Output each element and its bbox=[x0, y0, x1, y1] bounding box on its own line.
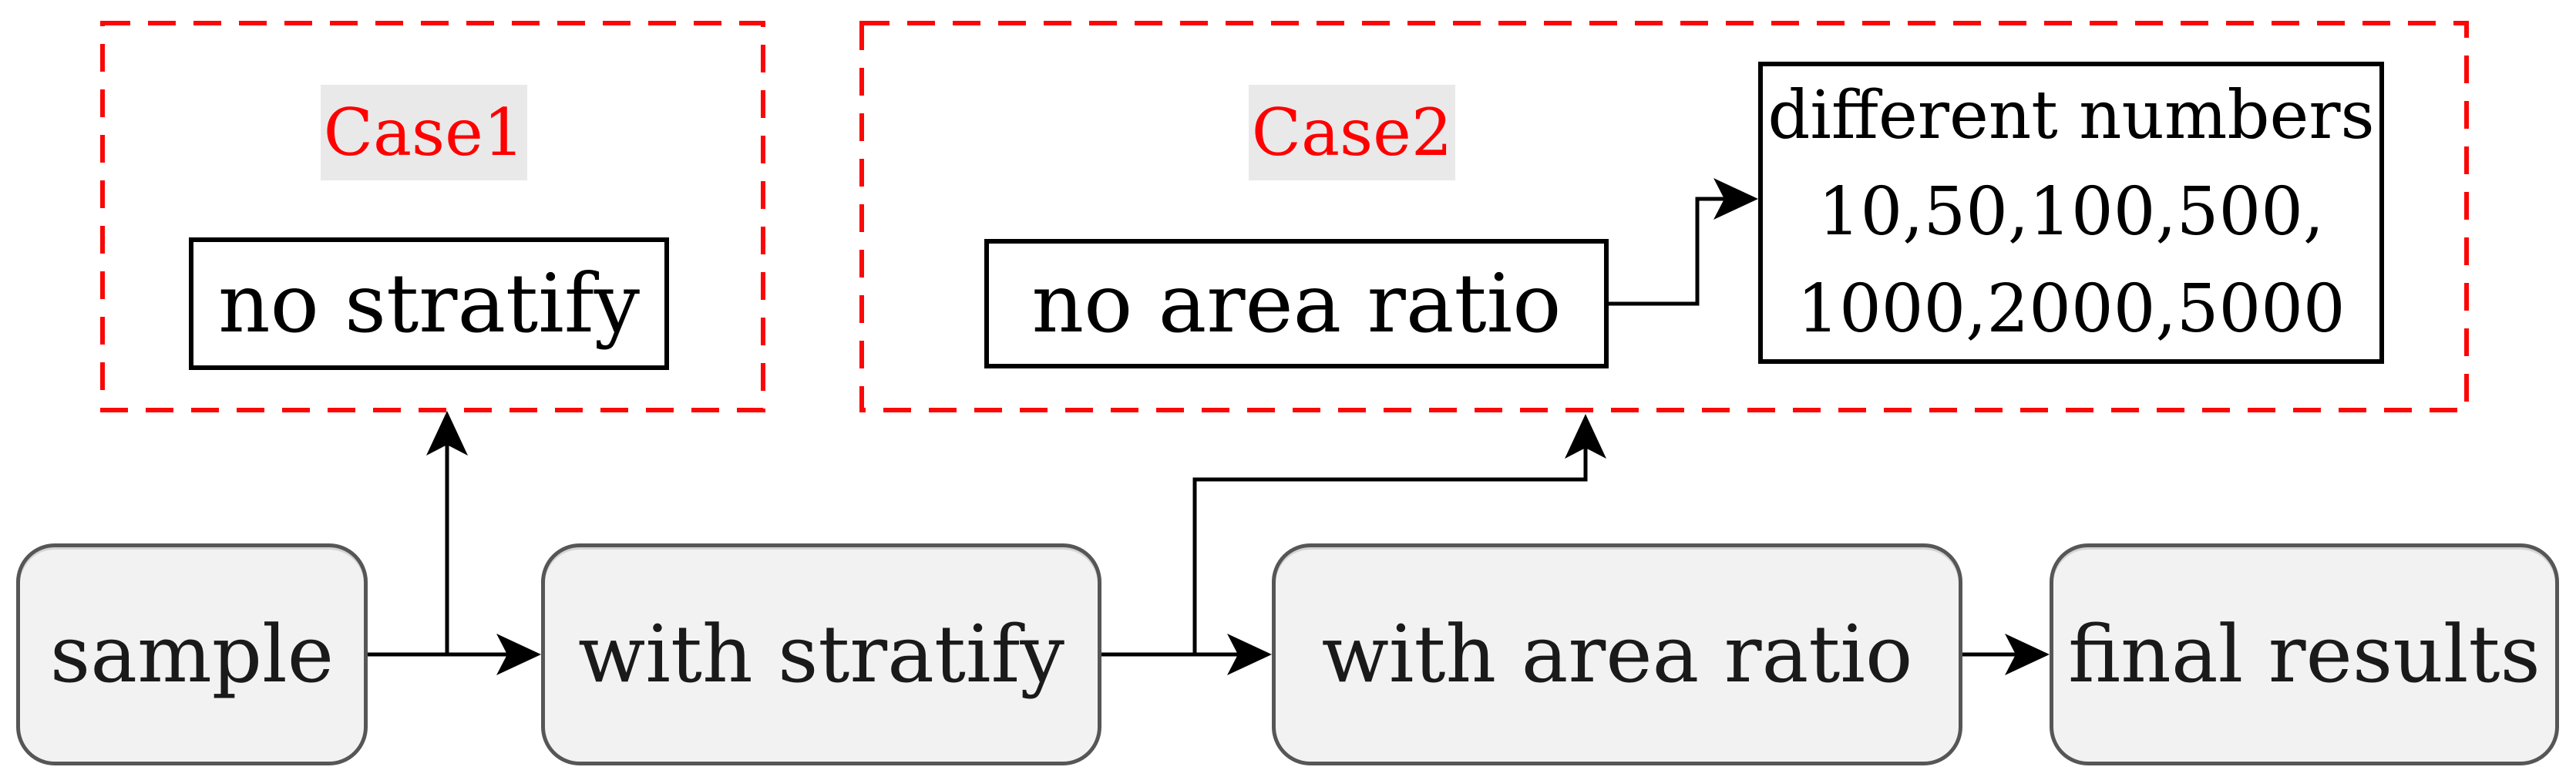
node-no-stratify: no stratify bbox=[189, 237, 669, 370]
node-sample: sample bbox=[16, 543, 368, 765]
node-different-numbers: different numbers 10,50,100,500, 1000,20… bbox=[1758, 62, 2384, 364]
node-final-results: final results bbox=[2050, 543, 2559, 765]
node-with-area-ratio: with area ratio bbox=[1272, 543, 1962, 765]
different-numbers-title: different numbers bbox=[1767, 76, 2375, 154]
arrow-branch-to-case1 bbox=[426, 411, 468, 654]
case1-label: Case1 bbox=[321, 85, 527, 180]
different-numbers-values-line2: 1000,2000,5000 bbox=[1797, 270, 2346, 348]
arrow-with-area-ratio-to-final-results bbox=[1962, 634, 2050, 675]
arrow-sample-to-with-stratify bbox=[368, 634, 541, 675]
node-with-stratify: with stratify bbox=[541, 543, 1101, 765]
case2-label: Case2 bbox=[1249, 85, 1455, 180]
node-no-area-ratio: no area ratio bbox=[984, 239, 1609, 368]
different-numbers-values-line1: 10,50,100,500, bbox=[1818, 173, 2325, 251]
arrow-no-area-ratio-to-different-numbers bbox=[1609, 178, 1758, 306]
arrow-with-stratify-to-with-area-ratio bbox=[1101, 634, 1272, 675]
